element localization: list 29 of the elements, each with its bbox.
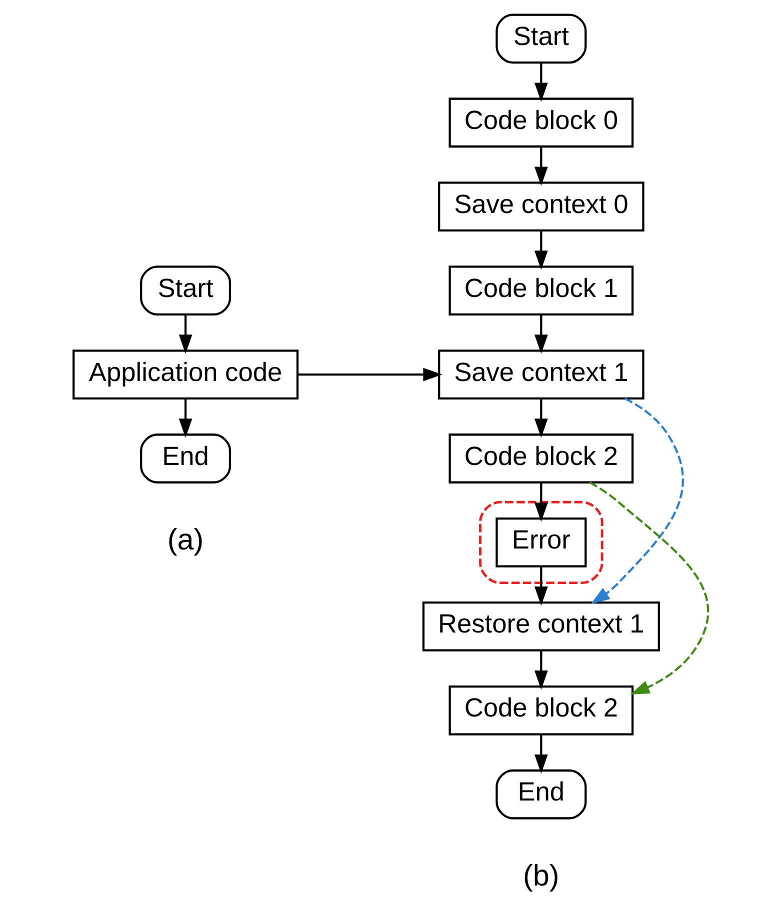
- node-box: Start: [496, 14, 587, 64]
- arrow: [534, 566, 548, 606]
- node-box: Code block 1: [448, 266, 634, 316]
- node-box: Error: [496, 518, 587, 568]
- node-box: Code block 2: [448, 685, 634, 736]
- node-box: Save context 0: [438, 182, 644, 232]
- node-box: End: [496, 769, 587, 820]
- arrow: [534, 398, 548, 438]
- arrow: [534, 146, 548, 186]
- arrow: [534, 62, 548, 102]
- label: (b): [523, 860, 560, 893]
- node-box: Restore context 1: [422, 601, 660, 652]
- arrow: [590, 398, 684, 604]
- arrow: [178, 314, 192, 354]
- arrow: [298, 368, 442, 382]
- node-box: End: [140, 434, 232, 484]
- arrow: [534, 734, 548, 774]
- arrow: [534, 650, 548, 690]
- arrow: [534, 314, 548, 354]
- node-box: Code block 2: [448, 434, 634, 484]
- label: (a): [167, 524, 204, 557]
- arrow: [589, 482, 709, 694]
- arrow: [534, 230, 548, 270]
- node-box: Code block 0: [448, 98, 634, 148]
- node-box: Application code: [72, 350, 299, 400]
- node-box: Save context 1: [438, 350, 644, 400]
- arrow: [178, 398, 192, 438]
- arrow: [534, 482, 548, 522]
- node-box: Start: [140, 266, 232, 316]
